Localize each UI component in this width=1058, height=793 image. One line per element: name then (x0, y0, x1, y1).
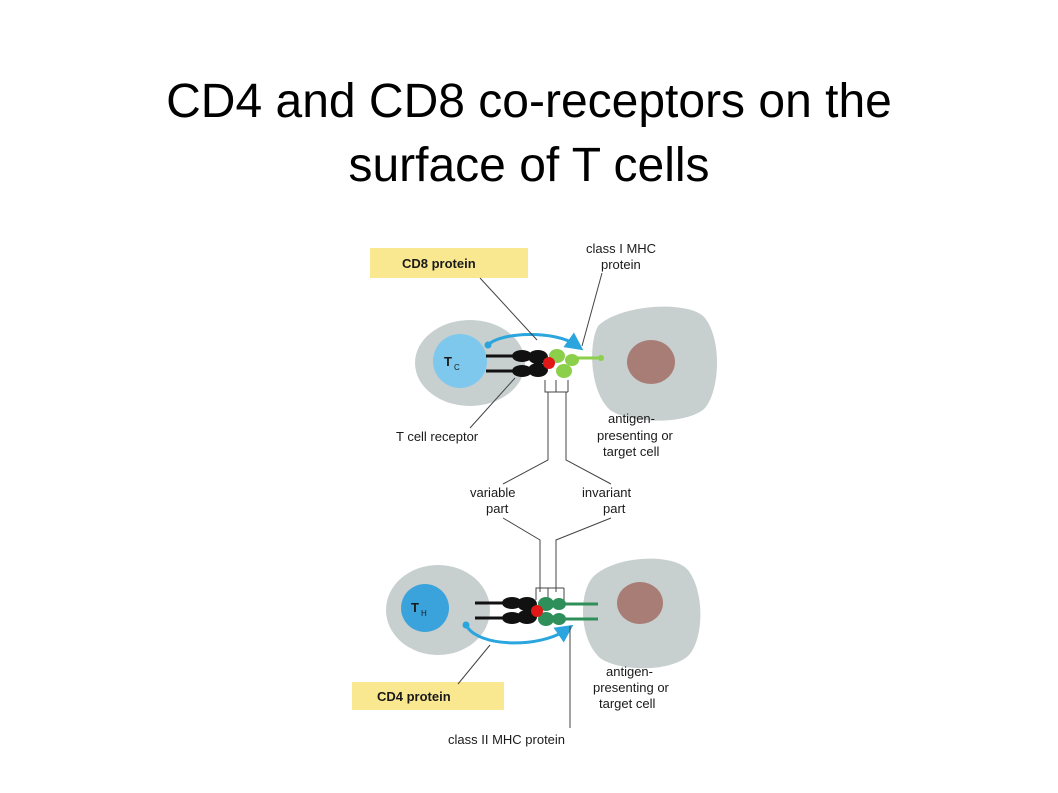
apc-top-label-line-1: antigen- (608, 411, 655, 426)
bottom-panel: T H CD4 protein (352, 558, 701, 747)
variable-label-line-2: part (486, 501, 509, 516)
cd4-protein (464, 624, 574, 645)
cd4-label: CD4 protein (377, 689, 451, 704)
tc-nucleus (433, 334, 487, 388)
tcr-top (486, 350, 548, 377)
antigen-peptide-top (543, 357, 555, 369)
slide-title-line-1: CD4 and CD8 co-receptors on the (166, 75, 892, 128)
middle-panel: variable part invariant part (470, 392, 632, 592)
cd8-label: CD8 protein (402, 256, 476, 271)
mhc2-label: class II MHC protein (448, 732, 565, 747)
apc-bottom-label-line-1: antigen- (606, 664, 653, 679)
apc-top-label-line-2: presenting or (597, 428, 674, 443)
cd8-label-box (370, 248, 528, 278)
apc-bottom-label-line-2: presenting or (593, 680, 670, 695)
mhc1-label-line-2: protein (601, 257, 641, 272)
tc-label-sub: C (454, 363, 460, 372)
apc-top-label-line-3: target cell (603, 444, 659, 459)
mhc1-protein (549, 349, 604, 378)
tc-label: T (444, 354, 452, 369)
apc-bottom-label-line-3: target cell (599, 696, 655, 711)
apc-nucleus-bottom (617, 582, 663, 624)
th-label-sub: H (421, 609, 427, 618)
th-label: T (411, 600, 419, 615)
top-bracket (544, 380, 569, 393)
invariant-label-line-2: part (603, 501, 626, 516)
slide-title: CD4 and CD8 co-receptors on the surface … (0, 70, 1058, 198)
slide-title-line-2: surface of T cells (348, 139, 710, 192)
mhc2-protein (538, 597, 598, 626)
invariant-label-line-1: invariant (582, 485, 632, 500)
apc-nucleus-top (627, 340, 675, 384)
tcr-label: T cell receptor (396, 429, 479, 444)
mhc1-label-line-1: class I MHC (586, 241, 656, 256)
variable-label-line-1: variable (470, 485, 516, 500)
antigen-peptide-bottom (531, 605, 543, 617)
th-nucleus (401, 584, 449, 632)
top-panel: CD8 protein class I MHC protein T C (370, 241, 718, 459)
cd8-protein (486, 332, 584, 351)
cd4-label-box (352, 682, 504, 710)
bottom-bracket (535, 587, 565, 600)
